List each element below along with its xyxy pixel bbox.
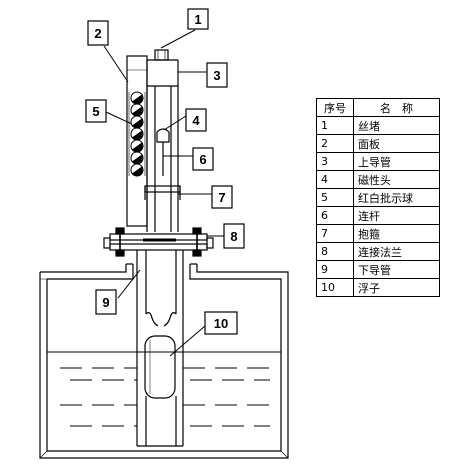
callout-label-3: 3 (213, 68, 220, 83)
callout-label-4: 4 (192, 113, 200, 128)
callout-label-6: 6 (199, 152, 206, 167)
row-index: 4 (316, 170, 354, 189)
callout-box-1 (187, 8, 209, 30)
row-name: 丝堵 (353, 116, 440, 135)
row-name: 浮子 (353, 278, 440, 297)
callout-box-3 (206, 62, 228, 88)
row-index: 10 (316, 278, 354, 297)
callout-label-5: 5 (92, 104, 99, 119)
row-name: 连杆 (353, 206, 440, 225)
callout-label-2: 2 (94, 26, 101, 41)
plug (154, 49, 169, 61)
row-index: 2 (316, 134, 354, 153)
parts-table-header: 序号 名 称 (316, 98, 440, 117)
row-name: 连接法兰 (353, 242, 440, 261)
panel (126, 55, 148, 227)
liquid (47, 351, 281, 427)
row-name: 下导管 (353, 260, 440, 279)
row-index: 1 (316, 116, 354, 135)
indicator-ball-fill (132, 130, 143, 140)
indicator-ball-fill (132, 166, 143, 176)
callout-box-6 (192, 147, 214, 171)
row-index: 3 (316, 152, 354, 171)
callout-label-9: 9 (102, 295, 109, 310)
row-name: 面板 (353, 134, 440, 153)
callout-label-8: 8 (230, 229, 237, 244)
row-index: 6 (316, 206, 354, 225)
magnetic-head (156, 128, 170, 176)
header-name: 名 称 (353, 98, 440, 117)
callout-box-2 (87, 20, 109, 46)
header-index: 序号 (316, 98, 354, 117)
row-index: 8 (316, 242, 354, 261)
leader-lines (103, 29, 224, 357)
indicator-column (128, 92, 146, 176)
indicator-ball-fill (132, 154, 143, 164)
indicator-ball-fill (132, 94, 143, 104)
lower-guide-tube (136, 250, 184, 447)
row-index: 5 (316, 188, 354, 207)
row-name: 红白批示球 (353, 188, 440, 207)
clamp (144, 185, 181, 200)
callout-box-10 (204, 311, 238, 335)
row-name: 磁性头 (353, 170, 440, 189)
row-index: 7 (316, 224, 354, 243)
indicator-ball-fill (132, 142, 143, 152)
tank (39, 263, 289, 459)
row-name: 上导管 (353, 152, 440, 171)
callout-box-4 (185, 108, 207, 132)
connecting-flange (103, 227, 214, 257)
callout-box-8 (223, 223, 245, 249)
callout-label-7: 7 (218, 190, 225, 205)
row-index: 9 (316, 260, 354, 279)
callout-box-9 (95, 289, 117, 315)
callout-label-1: 1 (194, 12, 201, 27)
indicator-balls (130, 91, 144, 177)
float (144, 335, 176, 399)
indicator-ball-fill (132, 118, 143, 128)
indicator-ball-fill (132, 106, 143, 116)
callout-box-5 (85, 99, 107, 123)
row-name: 抱箍 (353, 224, 440, 243)
callout-label-10: 10 (214, 316, 228, 331)
callouts (85, 8, 245, 335)
callout-box-7 (211, 185, 233, 209)
